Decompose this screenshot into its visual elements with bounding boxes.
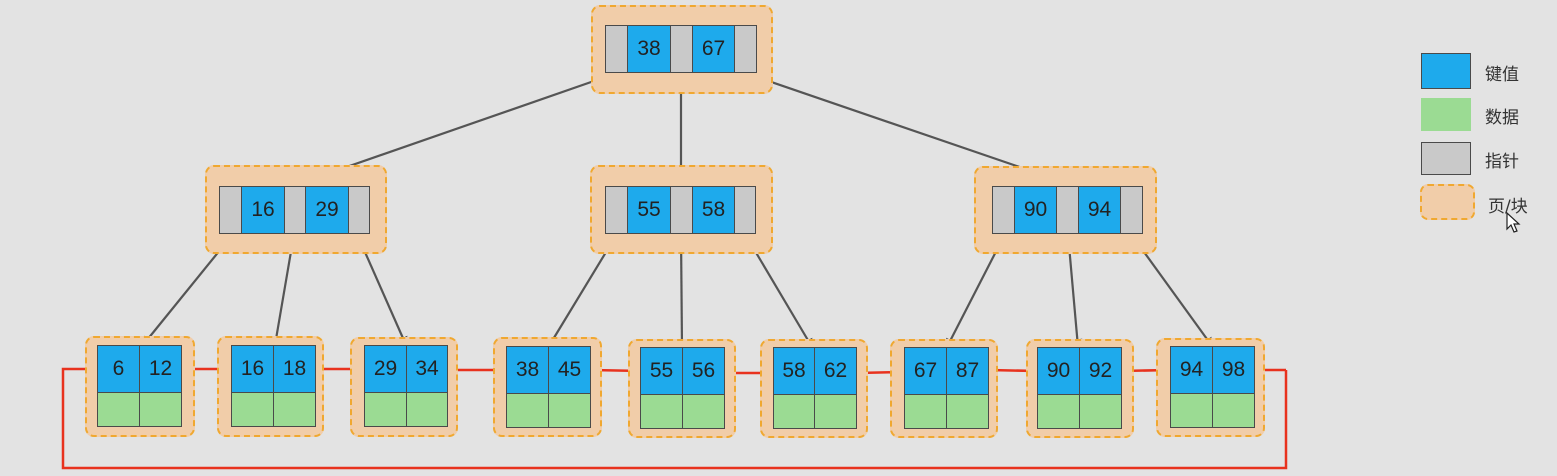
- leaf-4-data-0: [506, 393, 549, 428]
- internal-3-key-1: 94: [1078, 186, 1121, 234]
- leaf-9-data-0: [1170, 393, 1213, 428]
- leaf-2-key-1: 18: [273, 345, 316, 393]
- internal-3-pointer-0: [992, 186, 1015, 234]
- leaf-5-key-1: 56: [682, 347, 725, 395]
- internal-2-key-1: 58: [692, 186, 735, 234]
- leaf-9-key-1: 98: [1212, 346, 1255, 394]
- leaf-3-data-0: [364, 392, 407, 427]
- leaf-7-data-1: [946, 394, 989, 429]
- root-pointer-1: [670, 25, 693, 73]
- internal-3-pointer-1: [1056, 186, 1079, 234]
- internal-3-key-0: 90: [1014, 186, 1057, 234]
- leaf-3-data-1: [406, 392, 448, 427]
- mouse-cursor-icon: [1506, 212, 1521, 233]
- leaf-8-key-1: 92: [1079, 347, 1122, 395]
- leaf-6-data-0: [773, 394, 815, 429]
- internal-2-pointer-2: [734, 186, 756, 234]
- leaf-6-data-1: [814, 394, 857, 429]
- leaf-9-key-0: 94: [1170, 346, 1213, 394]
- legend-data-swatch: [1421, 98, 1471, 131]
- leaf-1-data-0: [97, 392, 140, 427]
- legend-pointer-label: 指针: [1485, 152, 1519, 172]
- leaf-1-data-1: [139, 392, 182, 427]
- internal-2-key-0: 55: [627, 186, 671, 234]
- leaf-3-key-1: 34: [406, 345, 448, 393]
- leaf-7-key-0: 67: [904, 347, 947, 395]
- leaf-6-key-0: 58: [773, 347, 815, 395]
- root-key-0: 38: [627, 25, 671, 73]
- leaf-3-key-0: 29: [364, 345, 407, 393]
- internal-1-pointer-0: [219, 186, 242, 234]
- leaf-9-data-1: [1212, 393, 1255, 428]
- legend-page-swatch: [1420, 184, 1475, 220]
- leaf-5-data-0: [640, 394, 683, 429]
- leaf-4-data-1: [548, 393, 591, 428]
- internal-1-pointer-1: [284, 186, 306, 234]
- leaf-7-key-1: 87: [946, 347, 989, 395]
- leaf-8-key-0: 90: [1037, 347, 1080, 395]
- legend-page-label: 页/块: [1488, 197, 1528, 217]
- leaf-5-key-0: 55: [640, 347, 683, 395]
- leaf-4-key-0: 38: [506, 346, 549, 394]
- leaf-6-key-1: 62: [814, 347, 857, 395]
- internal-3-pointer-2: [1120, 186, 1143, 234]
- leaf-2-data-1: [273, 392, 316, 427]
- leaf-1-key-0: 6: [97, 345, 140, 393]
- leaf-1-key-1: 12: [139, 345, 182, 393]
- internal-2-pointer-1: [670, 186, 693, 234]
- root-key-1: 67: [692, 25, 735, 73]
- legend-key-swatch: [1421, 53, 1471, 89]
- legend-pointer-swatch: [1421, 142, 1471, 175]
- legend-key-label: 键值: [1485, 65, 1519, 85]
- leaf-8-data-1: [1079, 394, 1122, 429]
- leaf-7-data-0: [904, 394, 947, 429]
- internal-1-key-1: 29: [305, 186, 349, 234]
- leaf-5-data-1: [682, 394, 725, 429]
- internal-2-pointer-0: [605, 186, 628, 234]
- root-pointer-0: [605, 25, 628, 73]
- root-pointer-2: [734, 25, 757, 73]
- leaf-wrap-link: [61, 364, 1288, 470]
- legend-data-label: 数据: [1485, 108, 1519, 128]
- internal-1-pointer-2: [348, 186, 370, 234]
- leaf-8-data-0: [1037, 394, 1080, 429]
- leaf-2-key-0: 16: [231, 345, 274, 393]
- leaf-2-data-0: [231, 392, 274, 427]
- internal-1-key-0: 16: [241, 186, 285, 234]
- leaf-4-key-1: 45: [548, 346, 591, 394]
